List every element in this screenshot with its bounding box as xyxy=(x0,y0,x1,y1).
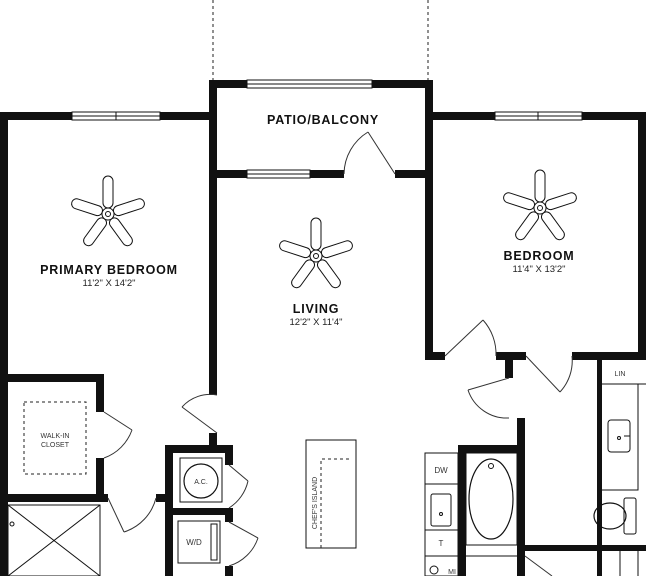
wall xyxy=(0,494,108,502)
wall xyxy=(165,508,233,515)
wall xyxy=(209,433,217,445)
room-dims-bedroom: 11'4" X 13'2" xyxy=(513,264,566,275)
wall xyxy=(582,112,646,120)
closet-shelving xyxy=(23,401,87,475)
kitchen-counter xyxy=(424,452,459,576)
island-overhang xyxy=(320,458,349,548)
bath-vanity xyxy=(599,383,639,491)
wd-label: W/D xyxy=(186,538,202,547)
sink-icon xyxy=(607,419,631,453)
room-name-patio: PATIO/BALCONY xyxy=(267,113,379,127)
wall xyxy=(165,445,233,453)
ceiling-fan-icon xyxy=(279,217,353,289)
wall xyxy=(160,112,217,120)
room-name-living: LIVING xyxy=(293,302,339,316)
wall xyxy=(505,352,513,378)
wall xyxy=(0,112,8,576)
ceiling-fan-icon xyxy=(71,175,145,247)
sink-icon xyxy=(430,493,452,527)
wall xyxy=(572,352,646,360)
window-icon xyxy=(246,169,311,179)
wall xyxy=(96,374,104,412)
doors xyxy=(103,131,573,576)
ceiling-fan-icon xyxy=(503,169,577,241)
range-burner xyxy=(429,565,439,575)
linen-label: LIN xyxy=(615,371,626,378)
door-swing-icon xyxy=(181,393,218,434)
wall xyxy=(96,458,104,498)
door-swing-icon xyxy=(103,411,133,459)
room-name-bedroom: BEDROOM xyxy=(504,249,575,263)
wall xyxy=(458,445,521,453)
wall xyxy=(425,352,445,360)
wall xyxy=(395,170,433,178)
wall xyxy=(209,170,247,178)
wall xyxy=(517,418,525,576)
patio-boundary-lines xyxy=(212,0,429,80)
wall xyxy=(225,445,233,465)
door-swing-icon xyxy=(525,355,573,393)
chefs-island xyxy=(305,439,357,549)
wall xyxy=(517,545,646,551)
door-swing-icon xyxy=(228,521,259,567)
wall xyxy=(225,508,233,522)
washer-dryer-panel xyxy=(210,523,218,561)
door-swing-icon xyxy=(444,319,497,357)
toilet-icon xyxy=(593,497,637,535)
shower-icon xyxy=(7,504,101,576)
windows xyxy=(71,79,583,179)
trash-label: T xyxy=(439,539,444,548)
washer-dryer xyxy=(177,520,221,564)
door-swing-icon xyxy=(107,497,157,533)
wall xyxy=(209,170,217,395)
wall xyxy=(372,80,433,88)
microwave-label: MI xyxy=(448,569,456,576)
wall xyxy=(638,112,646,360)
door-swing-icon xyxy=(343,131,396,175)
window-icon xyxy=(71,111,161,121)
ac-unit xyxy=(183,463,219,499)
closet-label-line2: CLOSET xyxy=(41,442,70,449)
wall xyxy=(310,170,344,178)
wall xyxy=(458,445,466,576)
wall xyxy=(425,112,433,360)
closet-label-line1: WALK-IN xyxy=(41,433,70,440)
island-label: CHEF'S ISLAND xyxy=(312,477,319,529)
wall xyxy=(425,112,495,120)
wall xyxy=(209,80,217,178)
ac-closet xyxy=(179,457,223,503)
dw-label: DW xyxy=(434,466,448,475)
wall xyxy=(225,566,233,576)
bathtub-icon xyxy=(465,452,518,546)
door-swing-icon xyxy=(524,555,553,576)
room-name-primary-bedroom: PRIMARY BEDROOM xyxy=(40,263,178,277)
walls xyxy=(0,80,646,576)
wall xyxy=(156,494,170,502)
ac-label: A.C. xyxy=(194,479,208,486)
wall xyxy=(209,80,247,88)
room-dims-primary-bedroom: 11'2" X 14'2" xyxy=(83,278,136,289)
wall xyxy=(0,112,72,120)
room-dims-living: 12'2" X 11'4" xyxy=(290,317,343,328)
wall xyxy=(0,374,104,382)
window-icon xyxy=(246,79,373,89)
window-icon xyxy=(494,111,583,121)
door-swing-icon xyxy=(228,464,249,509)
door-swing-icon xyxy=(467,377,510,419)
